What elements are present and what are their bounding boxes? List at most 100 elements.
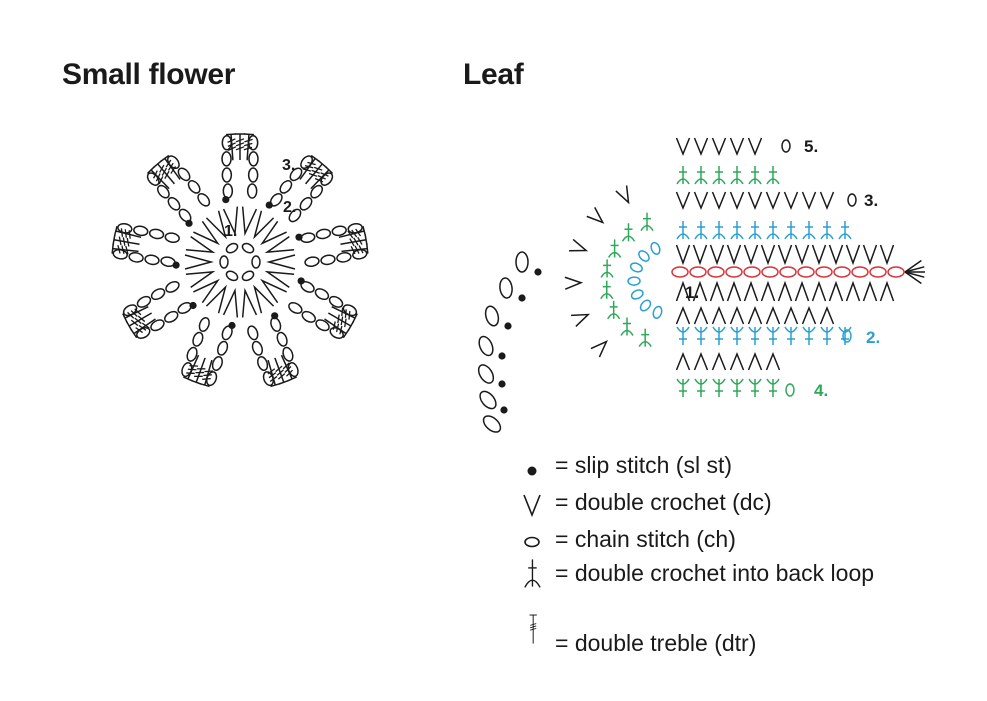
flower-dc xyxy=(222,206,239,237)
flower-dc xyxy=(185,235,216,254)
flower-dc xyxy=(185,270,216,289)
double-treble xyxy=(324,318,350,339)
back-loop-dc xyxy=(766,378,780,397)
chain-stitch xyxy=(150,288,166,301)
chain-stitch xyxy=(797,266,815,278)
back-loop-dc xyxy=(730,378,744,397)
chain-stitch xyxy=(186,346,198,362)
slip-stitch xyxy=(500,406,508,414)
back-loop-dc xyxy=(766,326,780,345)
leaf-tip-stitch xyxy=(904,266,925,273)
chain-stitch xyxy=(482,415,502,433)
double-crochet xyxy=(801,191,817,210)
double-treble xyxy=(130,318,156,339)
double-treble xyxy=(226,133,237,161)
double-crochet xyxy=(845,244,861,266)
leaf-end-dc xyxy=(590,340,608,358)
double-crochet xyxy=(862,244,878,266)
chain-stitch xyxy=(515,251,529,273)
chain-stitch xyxy=(192,331,204,347)
chain-stitch xyxy=(781,139,791,153)
chain-stitch xyxy=(639,299,652,312)
double-crochet xyxy=(743,244,759,266)
double-treble xyxy=(340,234,368,247)
double-crochet xyxy=(693,137,709,156)
double-crochet xyxy=(711,191,727,210)
back-loop-dc xyxy=(620,317,634,336)
leaf-end-dc xyxy=(569,238,589,252)
slip-stitch xyxy=(504,322,512,330)
back-loop-dc xyxy=(784,221,798,240)
row-2-label: 2. xyxy=(866,328,880,347)
back-loop-dc xyxy=(621,223,636,242)
chain-stitch xyxy=(167,196,181,211)
chain-stitch xyxy=(269,192,283,207)
chain-stitch xyxy=(247,167,259,183)
back-loop-dc xyxy=(730,326,744,345)
chain-stitch xyxy=(630,289,644,300)
back-loop-dc xyxy=(802,221,816,240)
flower-dc xyxy=(264,270,295,289)
chain-stitch xyxy=(279,180,293,194)
back-loop-dc xyxy=(838,326,852,345)
chain-stitch xyxy=(160,256,176,268)
double-crochet xyxy=(743,280,759,302)
double-crochet xyxy=(777,244,793,266)
flower-dc xyxy=(222,287,239,318)
chain-stitch xyxy=(310,184,324,199)
chain-stitch xyxy=(256,356,269,372)
chain-stitch xyxy=(336,252,352,263)
flower-dc xyxy=(253,284,275,314)
double-crochet xyxy=(675,244,691,266)
double-treble-icon xyxy=(529,614,537,644)
chain-stitch xyxy=(320,254,336,266)
double-crochet xyxy=(801,306,817,325)
chain-stitch xyxy=(761,266,779,278)
chain-stitch xyxy=(221,167,233,183)
chain-stitch xyxy=(314,288,330,301)
double-crochet xyxy=(675,191,691,210)
row-5-label: 5. xyxy=(804,137,818,156)
double-crochet xyxy=(693,352,709,371)
double-crochet xyxy=(692,280,708,302)
legend-text: = double treble (dtr) xyxy=(555,630,757,656)
round-2-label: 2. xyxy=(283,199,296,216)
double-crochet xyxy=(811,244,827,266)
chain-stitch xyxy=(499,277,513,299)
back-loop-dc xyxy=(676,166,690,185)
back-loop-dc xyxy=(694,378,708,397)
chain-stitch xyxy=(725,266,743,278)
leaf-end-dc xyxy=(564,276,584,290)
double-crochet xyxy=(184,254,214,270)
double-crochet xyxy=(264,270,295,289)
double-crochet xyxy=(693,191,709,210)
chain-stitch xyxy=(627,276,641,286)
double-crochet xyxy=(729,137,745,156)
chain-stitch xyxy=(328,295,344,308)
chain-stitch xyxy=(144,254,160,266)
flower-dc xyxy=(241,287,258,318)
double-crochet xyxy=(569,238,589,252)
chain-stitch xyxy=(869,266,887,278)
back-loop-dc xyxy=(694,221,708,240)
double-crochet xyxy=(777,280,793,302)
double-crochet xyxy=(253,210,275,240)
slip-stitch xyxy=(534,268,542,276)
round-1-label: 1. xyxy=(224,223,237,240)
slip-stitch xyxy=(518,294,526,302)
small-flower-title: Small flower xyxy=(62,58,236,91)
chain-stitch xyxy=(221,151,232,167)
double-crochet xyxy=(783,306,799,325)
double-treble xyxy=(331,306,358,323)
double-treble xyxy=(113,225,142,239)
back-loop-dc xyxy=(600,259,614,278)
double-crochet xyxy=(264,235,295,254)
chain-stitch xyxy=(136,295,152,308)
chain-stitch xyxy=(671,266,689,278)
chain-stitch xyxy=(211,356,224,372)
double-crochet xyxy=(729,306,745,325)
chain-stitch xyxy=(247,325,259,341)
chain-stitch xyxy=(289,167,303,182)
